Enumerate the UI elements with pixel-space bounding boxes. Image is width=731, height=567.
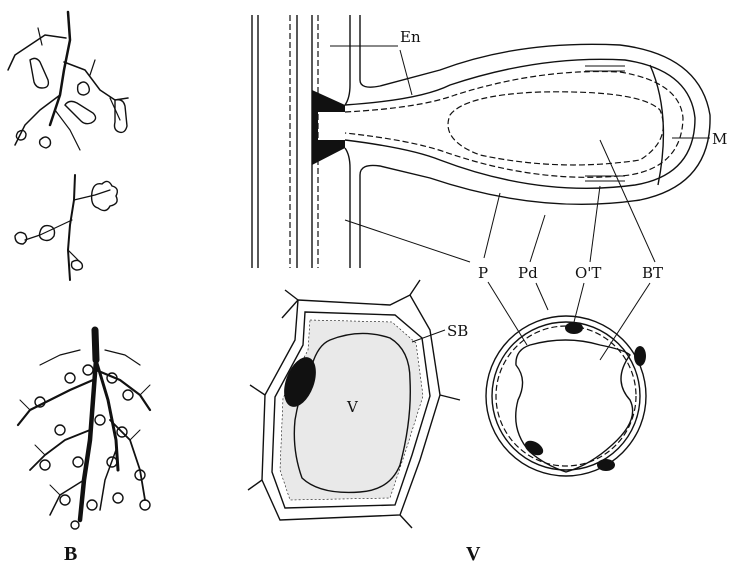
label-p: P [478, 264, 488, 282]
panel-v-labels: En M P Pd O'T BT [330, 28, 727, 360]
caption-b: B [64, 543, 77, 565]
label-ot: O'T [575, 264, 601, 282]
leader-ot [590, 186, 600, 262]
caption-v: V [466, 543, 481, 565]
root-sketch-top [8, 12, 128, 150]
cross-section [486, 316, 646, 476]
leader-p-cross [488, 282, 527, 345]
organelle-4 [597, 459, 615, 471]
organelle-1 [565, 322, 583, 334]
label-pd: Pd [518, 264, 538, 282]
leader-p-1 [345, 220, 470, 262]
root-sketch-middle [15, 175, 117, 280]
label-bt: BT [642, 264, 663, 282]
label-m: M [712, 130, 727, 148]
organelle-2 [634, 346, 646, 366]
host-cell: SB V [248, 280, 468, 528]
leader-p-2 [484, 193, 500, 258]
leader-sb [412, 330, 445, 342]
leader-pd-cross [536, 283, 548, 310]
leader-pd [530, 215, 545, 262]
panel-v-longitudinal [252, 15, 710, 268]
leader-bt [600, 140, 655, 262]
label-en: En [400, 28, 421, 46]
label-sb: SB [447, 322, 468, 340]
panel-b-roots [8, 12, 150, 529]
label-v-cell: V [346, 398, 359, 416]
leader-en-2 [400, 50, 412, 95]
root-sketch-bottom [18, 330, 150, 529]
